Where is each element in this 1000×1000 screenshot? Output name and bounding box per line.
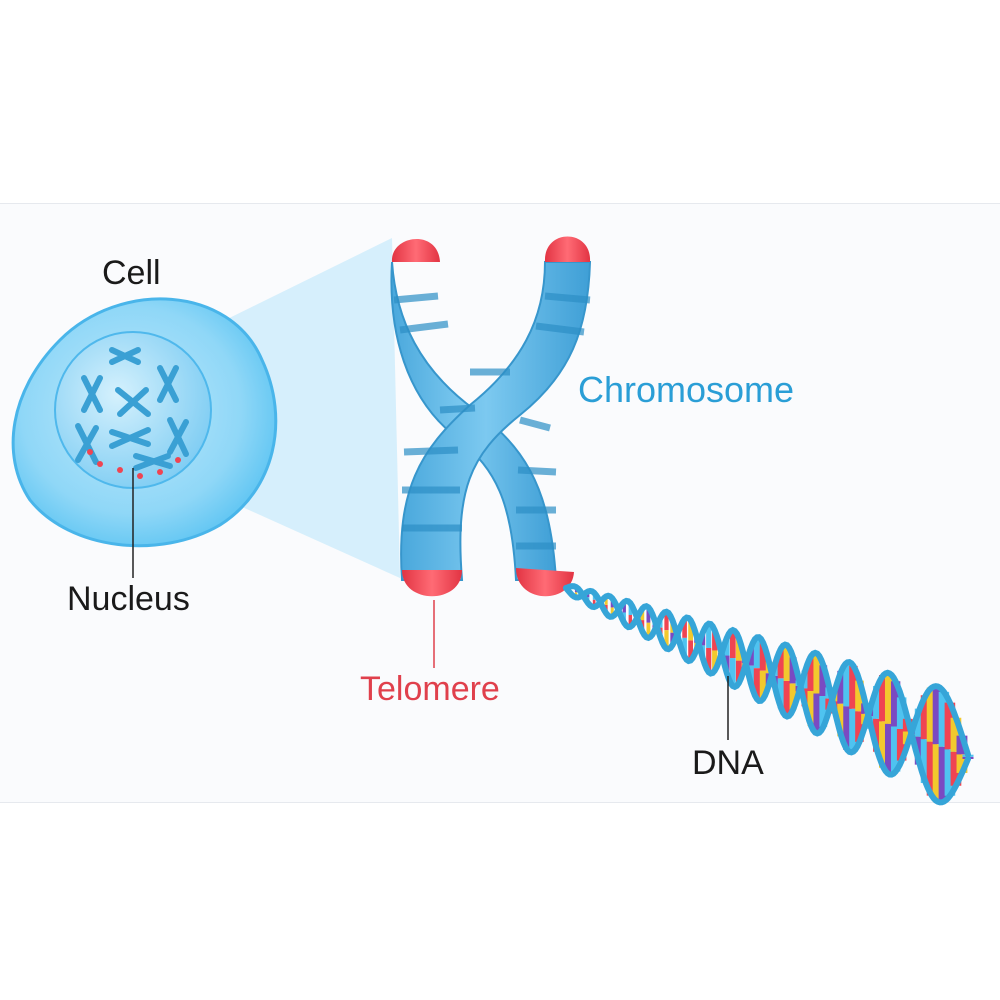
dna-backbone-strand-b	[563, 583, 971, 778]
chromatid-right	[400, 261, 592, 581]
telomere-cap-bottom-left	[402, 570, 462, 597]
chromosome-bands	[393, 292, 591, 550]
telomere-cap-bottom-right	[516, 568, 574, 597]
nucleus-label: Nucleus	[67, 580, 190, 618]
telomere-label: Telomere	[360, 670, 500, 708]
dna-helix	[563, 583, 974, 806]
chromosome-label: Chromosome	[578, 369, 795, 410]
dna-backbone-strand-a	[563, 585, 971, 806]
nucleus-chromosomes	[75, 347, 189, 471]
nucleus-telomere-dots	[87, 449, 181, 479]
cell	[11, 297, 278, 548]
dna-label: DNA	[692, 744, 764, 782]
telomere-cap-top-right	[544, 236, 591, 262]
telomere-cap-top-left	[391, 239, 440, 262]
chromosome	[390, 236, 592, 597]
cell-label: Cell	[102, 254, 161, 292]
